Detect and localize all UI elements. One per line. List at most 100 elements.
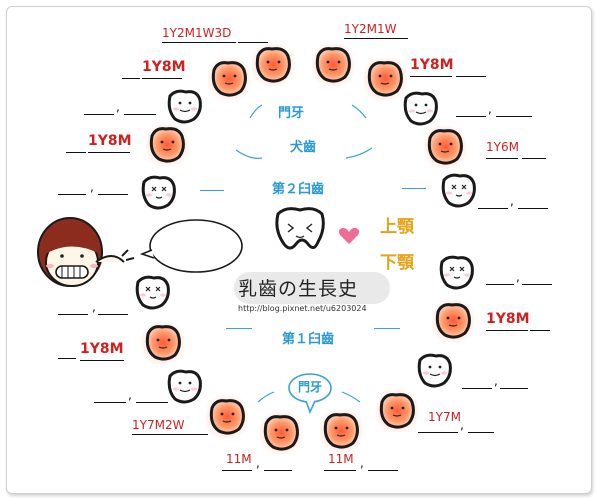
tooth-icon <box>206 396 248 438</box>
incisor-label: 門牙 <box>278 106 305 121</box>
blank-line <box>456 76 486 77</box>
speech-bubble-icon <box>288 373 332 415</box>
blank-line <box>264 470 292 471</box>
tooth-date-label: 1Y6M <box>486 140 519 154</box>
blank-line <box>88 152 130 153</box>
tooth-icon <box>167 89 202 124</box>
separator: , <box>494 374 498 388</box>
tooth-icon <box>142 322 184 364</box>
blank-line <box>344 38 408 39</box>
blank-line <box>58 194 86 195</box>
blank-line <box>522 158 546 159</box>
tooth-date-label: 1Y2M1W <box>344 22 397 36</box>
tooth-icon <box>432 300 474 342</box>
blank-line <box>410 76 452 77</box>
heart-icon <box>338 227 360 244</box>
blog-url: http://blog.pixnet.net/u6203024 <box>238 304 367 313</box>
blank-line <box>58 358 76 359</box>
tooth-icon <box>376 390 418 432</box>
chart-card <box>6 6 592 494</box>
tooth-date-label: 11M <box>226 452 252 466</box>
blank-line <box>418 432 458 433</box>
title-pill <box>234 272 390 304</box>
tooth-icon <box>260 412 302 454</box>
girl-avatar-icon <box>37 217 135 287</box>
blank-line <box>98 314 128 315</box>
blank-line <box>522 284 552 285</box>
tooth-date-label: 1Y7M2W <box>132 418 185 432</box>
blank-line <box>324 470 356 471</box>
separator: , <box>116 100 120 114</box>
tooth-date-label: 1Y8M <box>88 133 132 149</box>
blank-line <box>84 114 114 115</box>
separator: , <box>92 300 96 314</box>
tooth-icon <box>275 207 325 250</box>
blank-line <box>136 402 168 403</box>
guide-dash <box>402 188 426 189</box>
tooth-icon <box>403 91 438 126</box>
tooth-date-label: 1Y8M <box>486 311 530 327</box>
blank-line <box>58 314 88 315</box>
blank-line <box>124 114 156 115</box>
tooth-date-label: 1Y8M <box>410 57 454 73</box>
tooth-icon <box>167 369 202 404</box>
canine-label: 犬齒 <box>290 140 317 155</box>
tooth-icon <box>146 124 188 166</box>
separator: , <box>516 270 520 284</box>
tooth-date-label: 1Y7M <box>428 410 461 424</box>
blank-line <box>80 360 124 361</box>
tooth-date-label: 1Y8M <box>142 59 186 75</box>
blank-line <box>468 432 494 433</box>
tooth-icon <box>320 410 362 452</box>
blank-line <box>530 330 550 331</box>
incisor-bubble-label: 門牙 <box>298 380 323 394</box>
blank-line <box>98 194 128 195</box>
first-molar-label: 第１臼齒 <box>282 332 335 347</box>
blank-line <box>500 388 528 389</box>
guide-dash <box>226 328 252 329</box>
tooth-icon <box>312 44 354 86</box>
blank-line <box>486 330 528 331</box>
blank-line <box>142 78 182 79</box>
blank-line <box>462 388 492 389</box>
blank-line <box>496 116 532 117</box>
blank-line <box>94 402 126 403</box>
blank-line <box>368 470 398 471</box>
page-title: 乳齒の生長史 <box>238 278 359 300</box>
separator: , <box>128 388 132 402</box>
tooth-date-label: 1Y2M1W3D <box>162 26 232 40</box>
blank-line <box>486 158 518 159</box>
tooth-icon <box>439 255 474 290</box>
tooth-icon <box>252 44 294 86</box>
second-molar-label: 第２臼齒 <box>272 182 325 197</box>
blank-line <box>222 470 252 471</box>
upper-jaw-label: 上顎 <box>380 217 414 237</box>
tooth-date-label: 11M <box>328 452 354 466</box>
tooth-date-label: 1Y8M <box>80 341 124 357</box>
blank-line <box>162 42 236 43</box>
separator: , <box>90 180 94 194</box>
separator: , <box>488 102 492 116</box>
separator: , <box>360 456 364 470</box>
tooth-icon <box>424 126 466 168</box>
tooth-icon <box>208 58 250 100</box>
blank-line <box>486 284 514 285</box>
separator: , <box>256 456 260 470</box>
blank-line <box>456 116 486 117</box>
lower-jaw-label: 下顎 <box>380 253 414 273</box>
blank-line <box>238 42 268 43</box>
speech-bubble-icon <box>140 219 243 273</box>
tooth-icon <box>441 173 476 208</box>
tooth-icon <box>417 353 452 388</box>
blank-line <box>518 208 548 209</box>
guide-dash <box>374 328 400 329</box>
separator: , <box>460 418 464 432</box>
guide-dash <box>200 190 224 191</box>
blank-line <box>122 78 140 79</box>
blank-line <box>66 152 86 153</box>
blank-line <box>132 434 208 435</box>
blank-line <box>478 208 508 209</box>
separator: , <box>510 194 514 208</box>
tooth-icon <box>141 175 176 210</box>
